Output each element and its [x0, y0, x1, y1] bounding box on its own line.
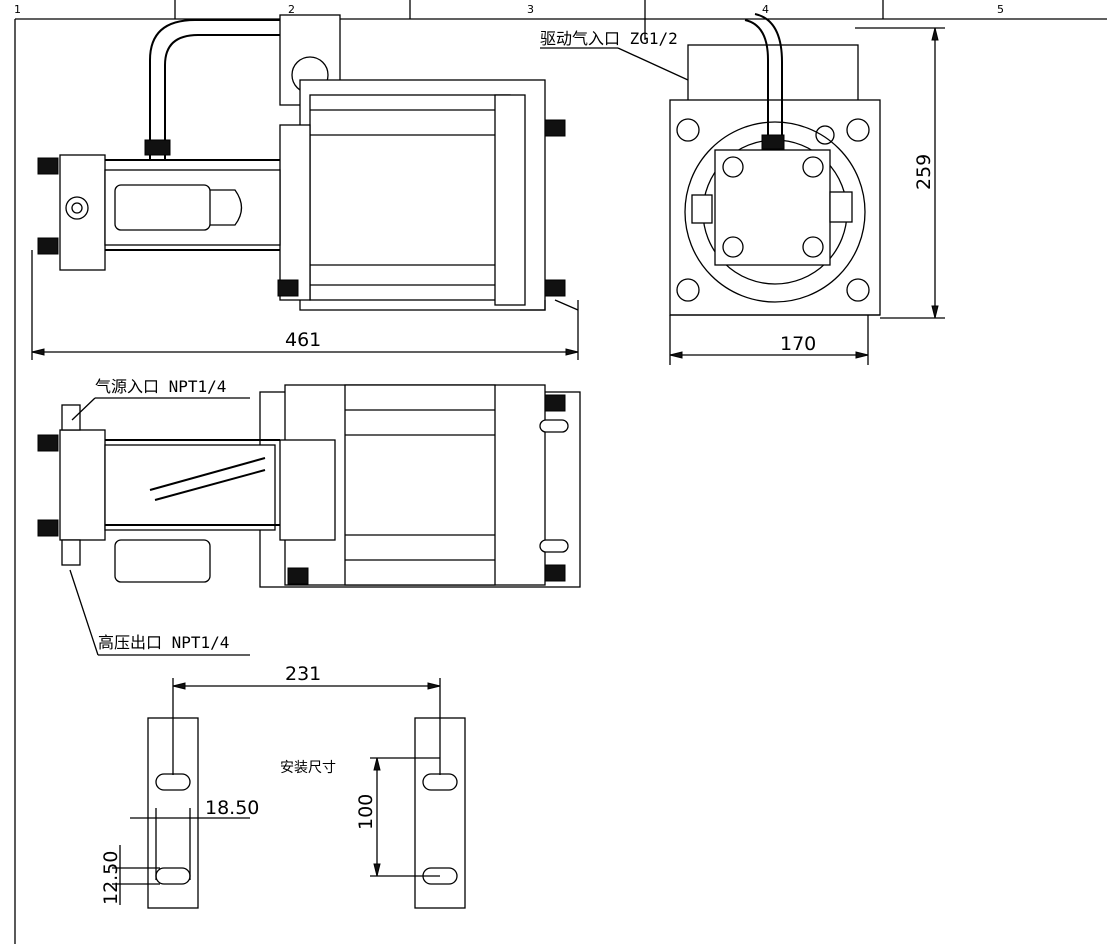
callout-label: 高压出口 NPT1/4 — [98, 633, 229, 652]
dimension-slot-spacing: 100 — [355, 757, 440, 877]
dimension-label: 231 — [285, 663, 321, 685]
dimension-label: 259 — [913, 154, 935, 190]
zone-label: 1 — [14, 3, 21, 16]
callout-label: 驱动气入口 ZG1/2 — [540, 29, 678, 48]
dimension-label: 18.50 — [205, 797, 259, 819]
dimension-label: 461 — [285, 329, 321, 351]
mounting-feet: 安装尺寸 — [147, 717, 466, 909]
dimension-label: 12.50 — [100, 851, 122, 905]
callout-air-source-inlet: 气源入口 NPT1/4 — [71, 377, 250, 421]
dimension-label: 170 — [780, 333, 816, 355]
zone-label: 3 — [527, 3, 534, 16]
top-view — [37, 384, 581, 588]
callout-high-pressure-outlet: 高压出口 NPT1/4 — [69, 569, 250, 656]
dimension-width: 170 — [669, 315, 869, 365]
dimension-overall-length: 461 — [31, 250, 579, 360]
dimension-label: 100 — [355, 794, 377, 830]
callout-drive-air-inlet: 驱动气入口 ZG1/2 — [540, 29, 689, 81]
dimension-slot-height: 12.50 — [100, 845, 160, 905]
front-view — [37, 14, 579, 311]
callout-label: 气源入口 NPT1/4 — [95, 377, 226, 396]
dimension-mount-spacing: 231 — [172, 663, 441, 775]
dimension-height: 259 — [855, 27, 945, 319]
zone-label: 4 — [762, 3, 769, 16]
mounting-dimensions-label: 安装尺寸 — [280, 760, 336, 776]
zone-label: 2 — [288, 3, 295, 16]
zone-label: 5 — [997, 3, 1004, 16]
side-view — [669, 13, 881, 316]
